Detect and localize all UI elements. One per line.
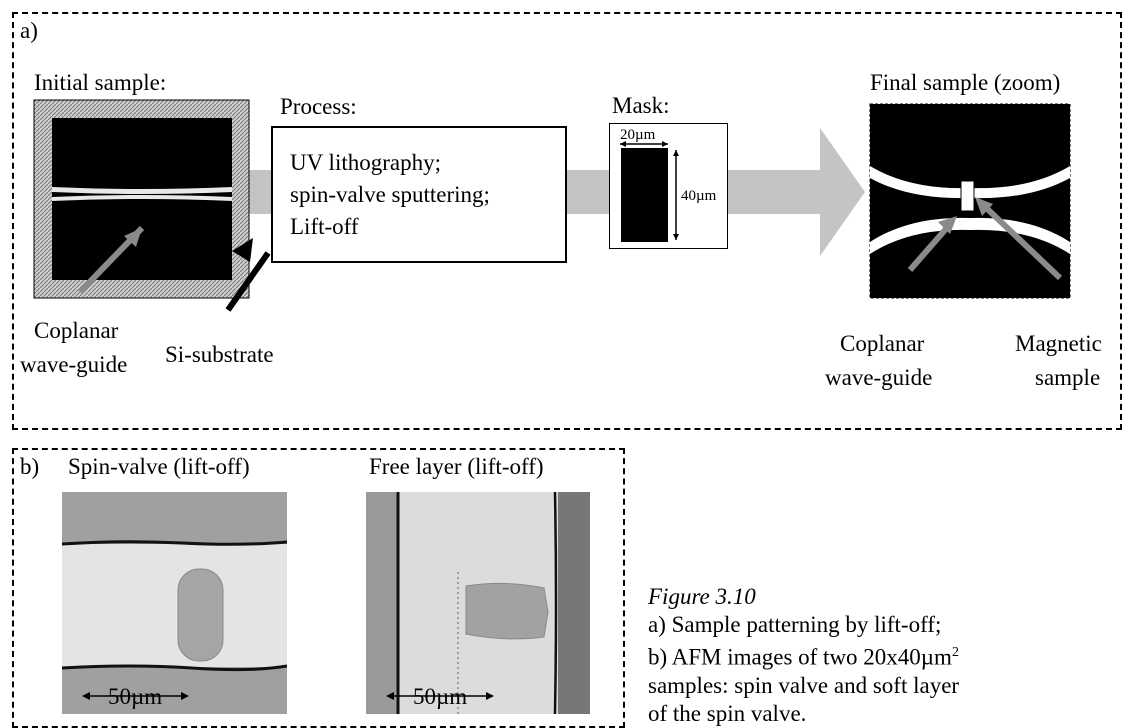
process-step-1: UV lithography; <box>290 150 441 175</box>
scale-label-2: 50µm <box>413 684 468 709</box>
substrate-pointer-arrow <box>225 251 271 312</box>
caption-line-2: b) AFM images of two 20x40µm2 <box>648 639 1120 672</box>
afm-image-free-layer <box>366 492 590 714</box>
magnetic-sample-rect <box>960 180 975 212</box>
initial-sample-title: Initial sample: <box>34 70 167 95</box>
caption-line-1: a) Sample patterning by lift-off; <box>648 612 942 637</box>
flow-arrow-head <box>820 128 865 256</box>
magnetic-pointer-arrow <box>977 199 1063 281</box>
mask-dimension-arrows <box>620 141 679 240</box>
caption-line-3: samples: spin valve and soft layer <box>648 672 960 698</box>
cpw-left-label-line1: Coplanar <box>34 318 119 343</box>
process-title: Process: <box>280 94 357 119</box>
mask-height-label: 40µm <box>681 188 717 204</box>
process-box: UV lithography; spin-valve sputtering; L… <box>271 126 567 263</box>
cpw-right-pointer-arrow <box>907 220 955 272</box>
caption-line-2-text: b) AFM images of two 20x40µm <box>648 644 952 670</box>
mask-title: Mask: <box>612 93 670 118</box>
substrate-label: Si-substrate <box>165 342 274 367</box>
cpw-left-label-line2: wave-guide <box>20 352 128 377</box>
caption-superscript: 2 <box>951 645 959 660</box>
cpw-right-label-line2: wave-guide <box>825 365 933 390</box>
panel-a-frame <box>12 12 1122 430</box>
process-step-3: Lift-off <box>290 214 359 239</box>
final-sample-title: Final sample (zoom) <box>870 70 1061 95</box>
panel-a-label: a) <box>20 18 38 43</box>
scale-label-1: 50µm <box>108 684 163 709</box>
afm-image-2-title: Free layer (lift-off) <box>369 454 544 479</box>
mask-width-label: 20µm <box>620 127 656 143</box>
magnetic-label-line1: Magnetic <box>1015 331 1102 356</box>
figure-label: Figure 3.10 <box>648 584 756 609</box>
figure-caption: Figure 3.10 a) Sample patterning by lift… <box>648 583 1120 728</box>
magnetic-label-line2: sample <box>1035 365 1101 390</box>
afm-image-spin-valve <box>62 492 287 714</box>
mask-rectangle <box>621 148 668 242</box>
caption-line-4: of the spin valve. <box>648 700 807 726</box>
mask-box: 20µm 40µm <box>609 123 728 249</box>
cpw-right-label-line1: Coplanar <box>840 331 925 356</box>
process-step-2: spin-valve sputtering; <box>290 182 490 207</box>
panel-b-label: b) <box>20 454 40 479</box>
afm-image-1-title: Spin-valve (lift-off) <box>68 454 250 479</box>
